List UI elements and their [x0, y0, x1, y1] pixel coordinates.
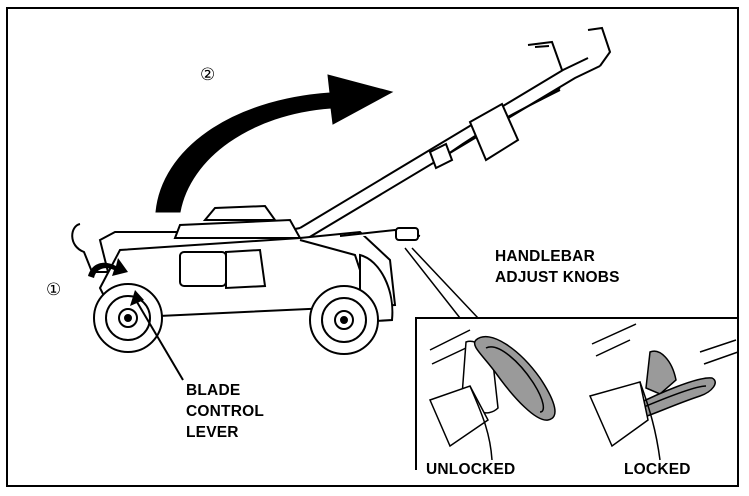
handlebar-adjust-knobs-label: HANDLEBAR ADJUST KNOBS	[495, 248, 620, 286]
unlocked-label: UNLOCKED	[426, 461, 516, 478]
rotation-arrow	[155, 74, 394, 213]
locked-knob-illustration	[588, 323, 739, 461]
lever-arrow	[88, 258, 128, 278]
handlebar	[299, 26, 612, 239]
step-1-marker: ①	[46, 280, 62, 300]
handle-clip	[428, 102, 520, 170]
knob-leader	[404, 247, 479, 319]
blade-lever-leader	[136, 301, 184, 381]
blade-control-lever-label: BLADE CONTROL LEVER	[186, 382, 265, 441]
rear-wheel	[93, 283, 163, 353]
locked-label: LOCKED	[624, 461, 691, 478]
diagram-frame	[6, 7, 739, 487]
knob-inset	[415, 317, 738, 470]
unlocked-knob-illustration	[428, 329, 556, 461]
front-wheel	[309, 285, 379, 355]
step-2-marker: ②	[200, 65, 216, 85]
